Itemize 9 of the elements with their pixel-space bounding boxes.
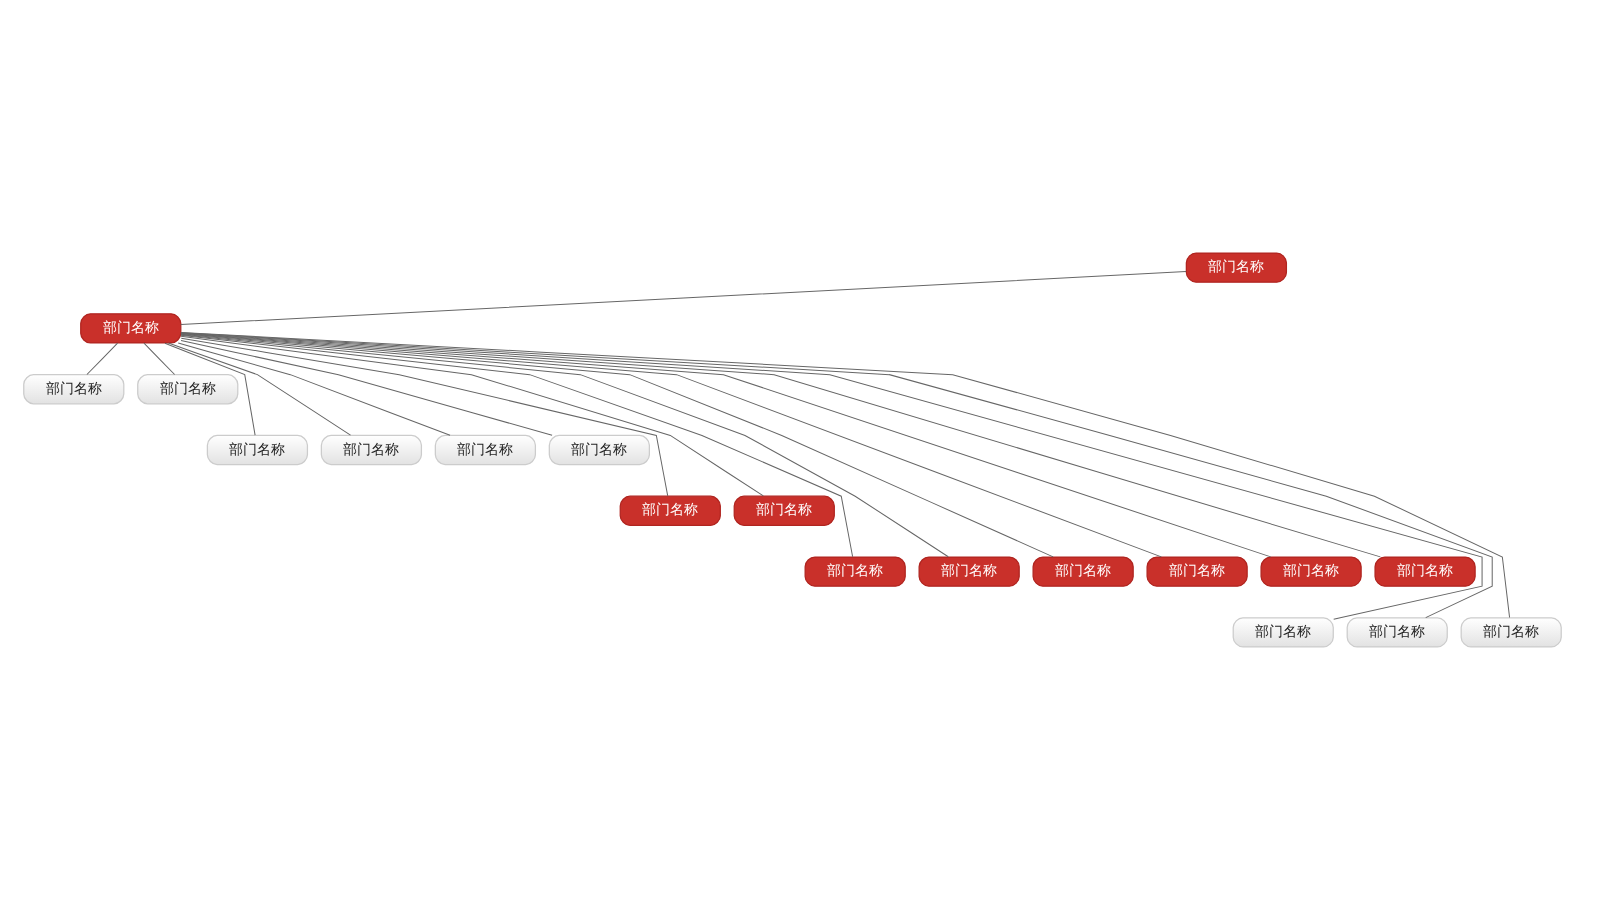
- connector: [180, 340, 553, 436]
- connector: [180, 271, 1187, 326]
- connector: [180, 337, 669, 497]
- connector: [164, 342, 256, 436]
- connector: [177, 342, 451, 436]
- connector: [143, 342, 176, 375]
- connector: [86, 342, 119, 375]
- connector: [180, 335, 764, 497]
- connector: [167, 342, 351, 436]
